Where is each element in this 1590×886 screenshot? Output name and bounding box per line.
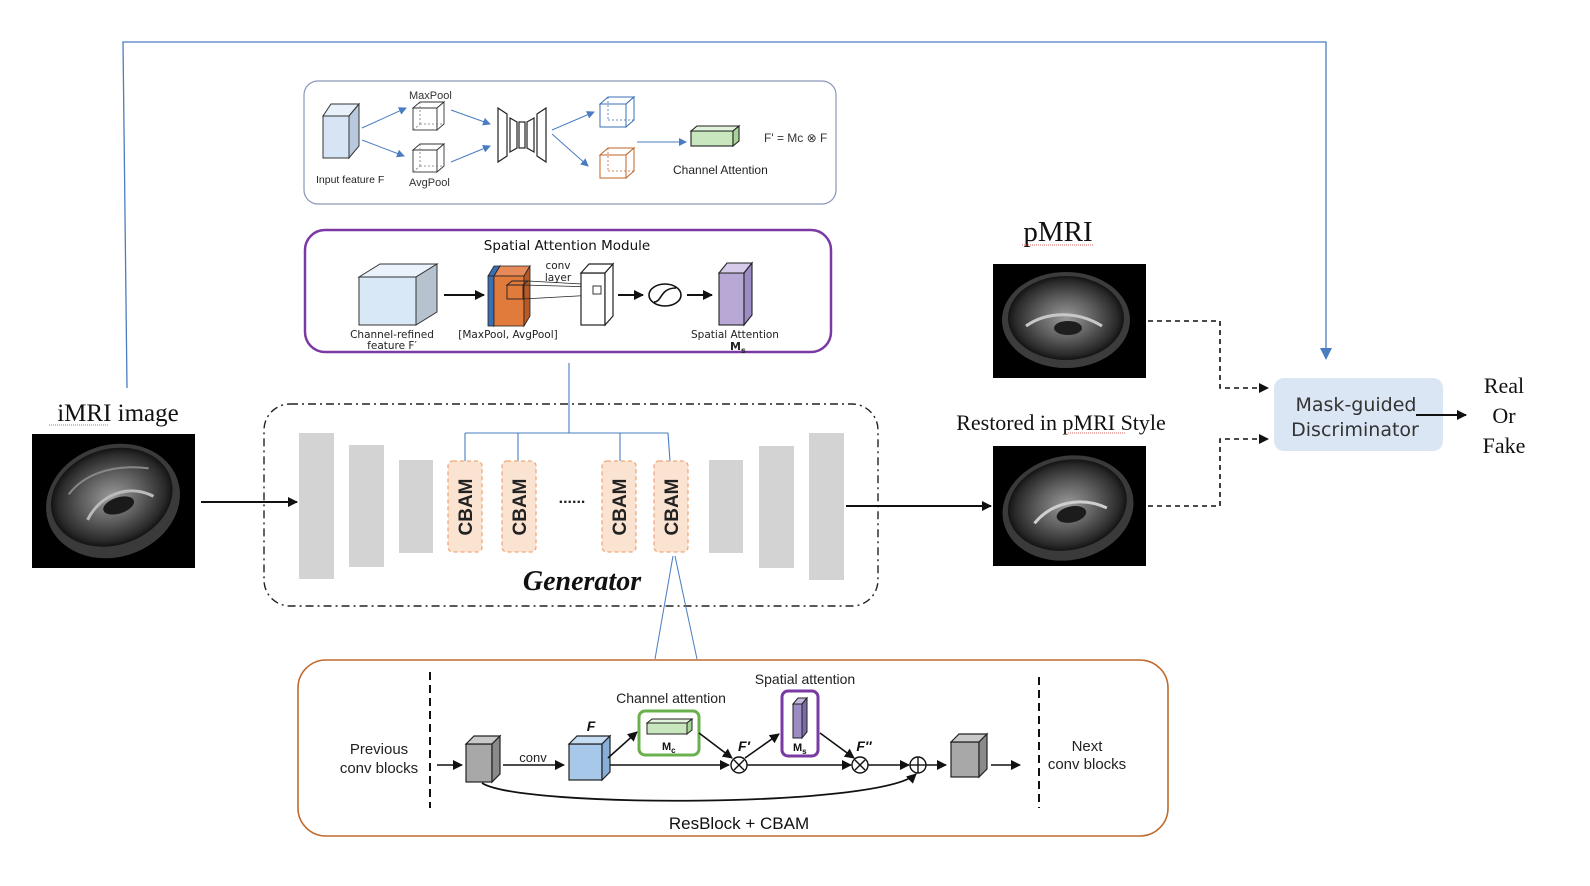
pmri-label: pMRI bbox=[1023, 216, 1092, 248]
cbam-block-3: CBAM bbox=[601, 460, 637, 553]
avgpool-label: AvgPool bbox=[409, 177, 450, 189]
svg-text:Mask-guided: Mask-guided bbox=[1296, 394, 1417, 416]
spatial-attention-box: Ms bbox=[780, 689, 820, 758]
generator: CBAM CBAM ...... CBAM CBAM Generator bbox=[263, 403, 879, 607]
svg-text:CBAM: CBAM bbox=[456, 479, 477, 536]
feedback-line bbox=[122, 41, 1332, 389]
pmri-to-discriminator bbox=[1148, 320, 1269, 393]
restored-image bbox=[993, 446, 1146, 566]
cbam-block-1: CBAM bbox=[447, 460, 483, 553]
cbam-block-4: CBAM bbox=[653, 460, 689, 553]
conv-layer-label-2: layer bbox=[545, 272, 572, 284]
pools-label: [MaxPool, AvgPool] bbox=[458, 329, 557, 341]
formula-label: F' = Mc ⊗ F bbox=[764, 131, 827, 145]
channel-attention-label: Channel Attention bbox=[673, 163, 768, 177]
channel-refined-cube-icon bbox=[357, 263, 439, 326]
decoder-block-3 bbox=[809, 433, 844, 580]
conv-layer-label-1: conv bbox=[545, 260, 570, 272]
output-block-cube-icon bbox=[949, 732, 989, 779]
resblock-caption: ResBlock + CBAM bbox=[669, 814, 809, 833]
resblock-cbam: Previous conv blocks conv F Channel atte… bbox=[297, 659, 1169, 837]
previous-label-1: Previous bbox=[350, 741, 408, 758]
conv-label: conv bbox=[519, 750, 547, 765]
f-label: F bbox=[587, 718, 596, 734]
channel-attention-caption: Channel attention bbox=[616, 690, 726, 706]
spatial-attention-label: Spatial Attention bbox=[691, 329, 779, 341]
decoder-block-2 bbox=[759, 446, 794, 568]
next-label-1: Next bbox=[1072, 738, 1104, 755]
pooled-maps-icon bbox=[487, 264, 601, 328]
channel-attention-box: Mc bbox=[637, 709, 701, 757]
feature-f-cube-icon bbox=[567, 734, 612, 782]
avgpool-output-cube-icon bbox=[598, 146, 636, 180]
output-fake: Fake bbox=[1483, 433, 1526, 458]
channel-refined-label-2: feature F′ bbox=[367, 340, 417, 352]
discriminator: Mask-guided Discriminator bbox=[1274, 378, 1443, 451]
svg-text:CBAM: CBAM bbox=[510, 479, 531, 536]
generator-label: Generator bbox=[523, 566, 642, 597]
cbam-connector-bottom bbox=[654, 555, 698, 660]
spatial-attention-caption: Spatial attention bbox=[755, 671, 855, 687]
input-feature-label: Input feature F bbox=[316, 174, 384, 186]
spatial-attention-module: Spatial Attention Module conv layer bbox=[303, 228, 833, 355]
next-label-2: conv blocks bbox=[1048, 756, 1126, 773]
channel-refined-label-1: Channel-refined bbox=[350, 329, 434, 341]
shared-mlp-icon bbox=[497, 106, 547, 164]
cbam-connector-top bbox=[464, 363, 671, 462]
restored-label: Restored in pMRI Style bbox=[956, 410, 1166, 435]
svg-text:Mc: Mc bbox=[662, 741, 676, 755]
multiply-node-2-icon bbox=[851, 756, 869, 774]
channel-attention-module: Input feature F MaxPool AvgPool bbox=[303, 80, 837, 205]
sigmoid-icon bbox=[648, 283, 682, 307]
maxpool-label: MaxPool bbox=[409, 90, 452, 102]
f-prime-label: F′ bbox=[738, 738, 751, 754]
spatial-attention-map-icon bbox=[717, 261, 754, 327]
residual-skip-connection bbox=[481, 773, 917, 802]
output-real: Real bbox=[1484, 373, 1524, 398]
conv-output-map-icon bbox=[579, 262, 615, 327]
cbam-ellipsis: ...... bbox=[559, 490, 586, 507]
add-node-icon bbox=[909, 756, 927, 774]
svg-text:CBAM: CBAM bbox=[610, 479, 631, 536]
avgpool-cube-icon bbox=[411, 143, 446, 173]
cbam-block-2: CBAM bbox=[501, 460, 537, 553]
decoder-block-1 bbox=[709, 460, 743, 553]
input-block-cube-icon bbox=[464, 734, 502, 784]
previous-label-2: conv blocks bbox=[340, 760, 418, 777]
output-or: Or bbox=[1492, 403, 1516, 428]
spatial-module-title: Spatial Attention Module bbox=[484, 238, 650, 254]
f-double-prime-label: F″ bbox=[856, 738, 873, 754]
svg-text:Ms: Ms bbox=[793, 742, 807, 756]
encoder-block-1 bbox=[299, 433, 334, 579]
pmri-image bbox=[993, 264, 1146, 378]
imri-label: iMRI image bbox=[57, 400, 179, 427]
imri-image bbox=[32, 434, 195, 568]
maxpool-output-cube-icon bbox=[598, 95, 636, 129]
maxpool-cube-icon bbox=[411, 101, 446, 131]
restored-to-discriminator bbox=[1148, 434, 1269, 507]
multiply-node-1-icon bbox=[730, 756, 748, 774]
input-feature-cube-icon bbox=[322, 102, 361, 160]
svg-text:Discriminator: Discriminator bbox=[1291, 419, 1419, 441]
ms-label: Ms bbox=[730, 340, 746, 355]
encoder-block-2 bbox=[349, 445, 384, 567]
svg-text:CBAM: CBAM bbox=[662, 479, 683, 536]
encoder-block-3 bbox=[399, 460, 433, 553]
channel-attention-bar-icon bbox=[689, 124, 741, 148]
